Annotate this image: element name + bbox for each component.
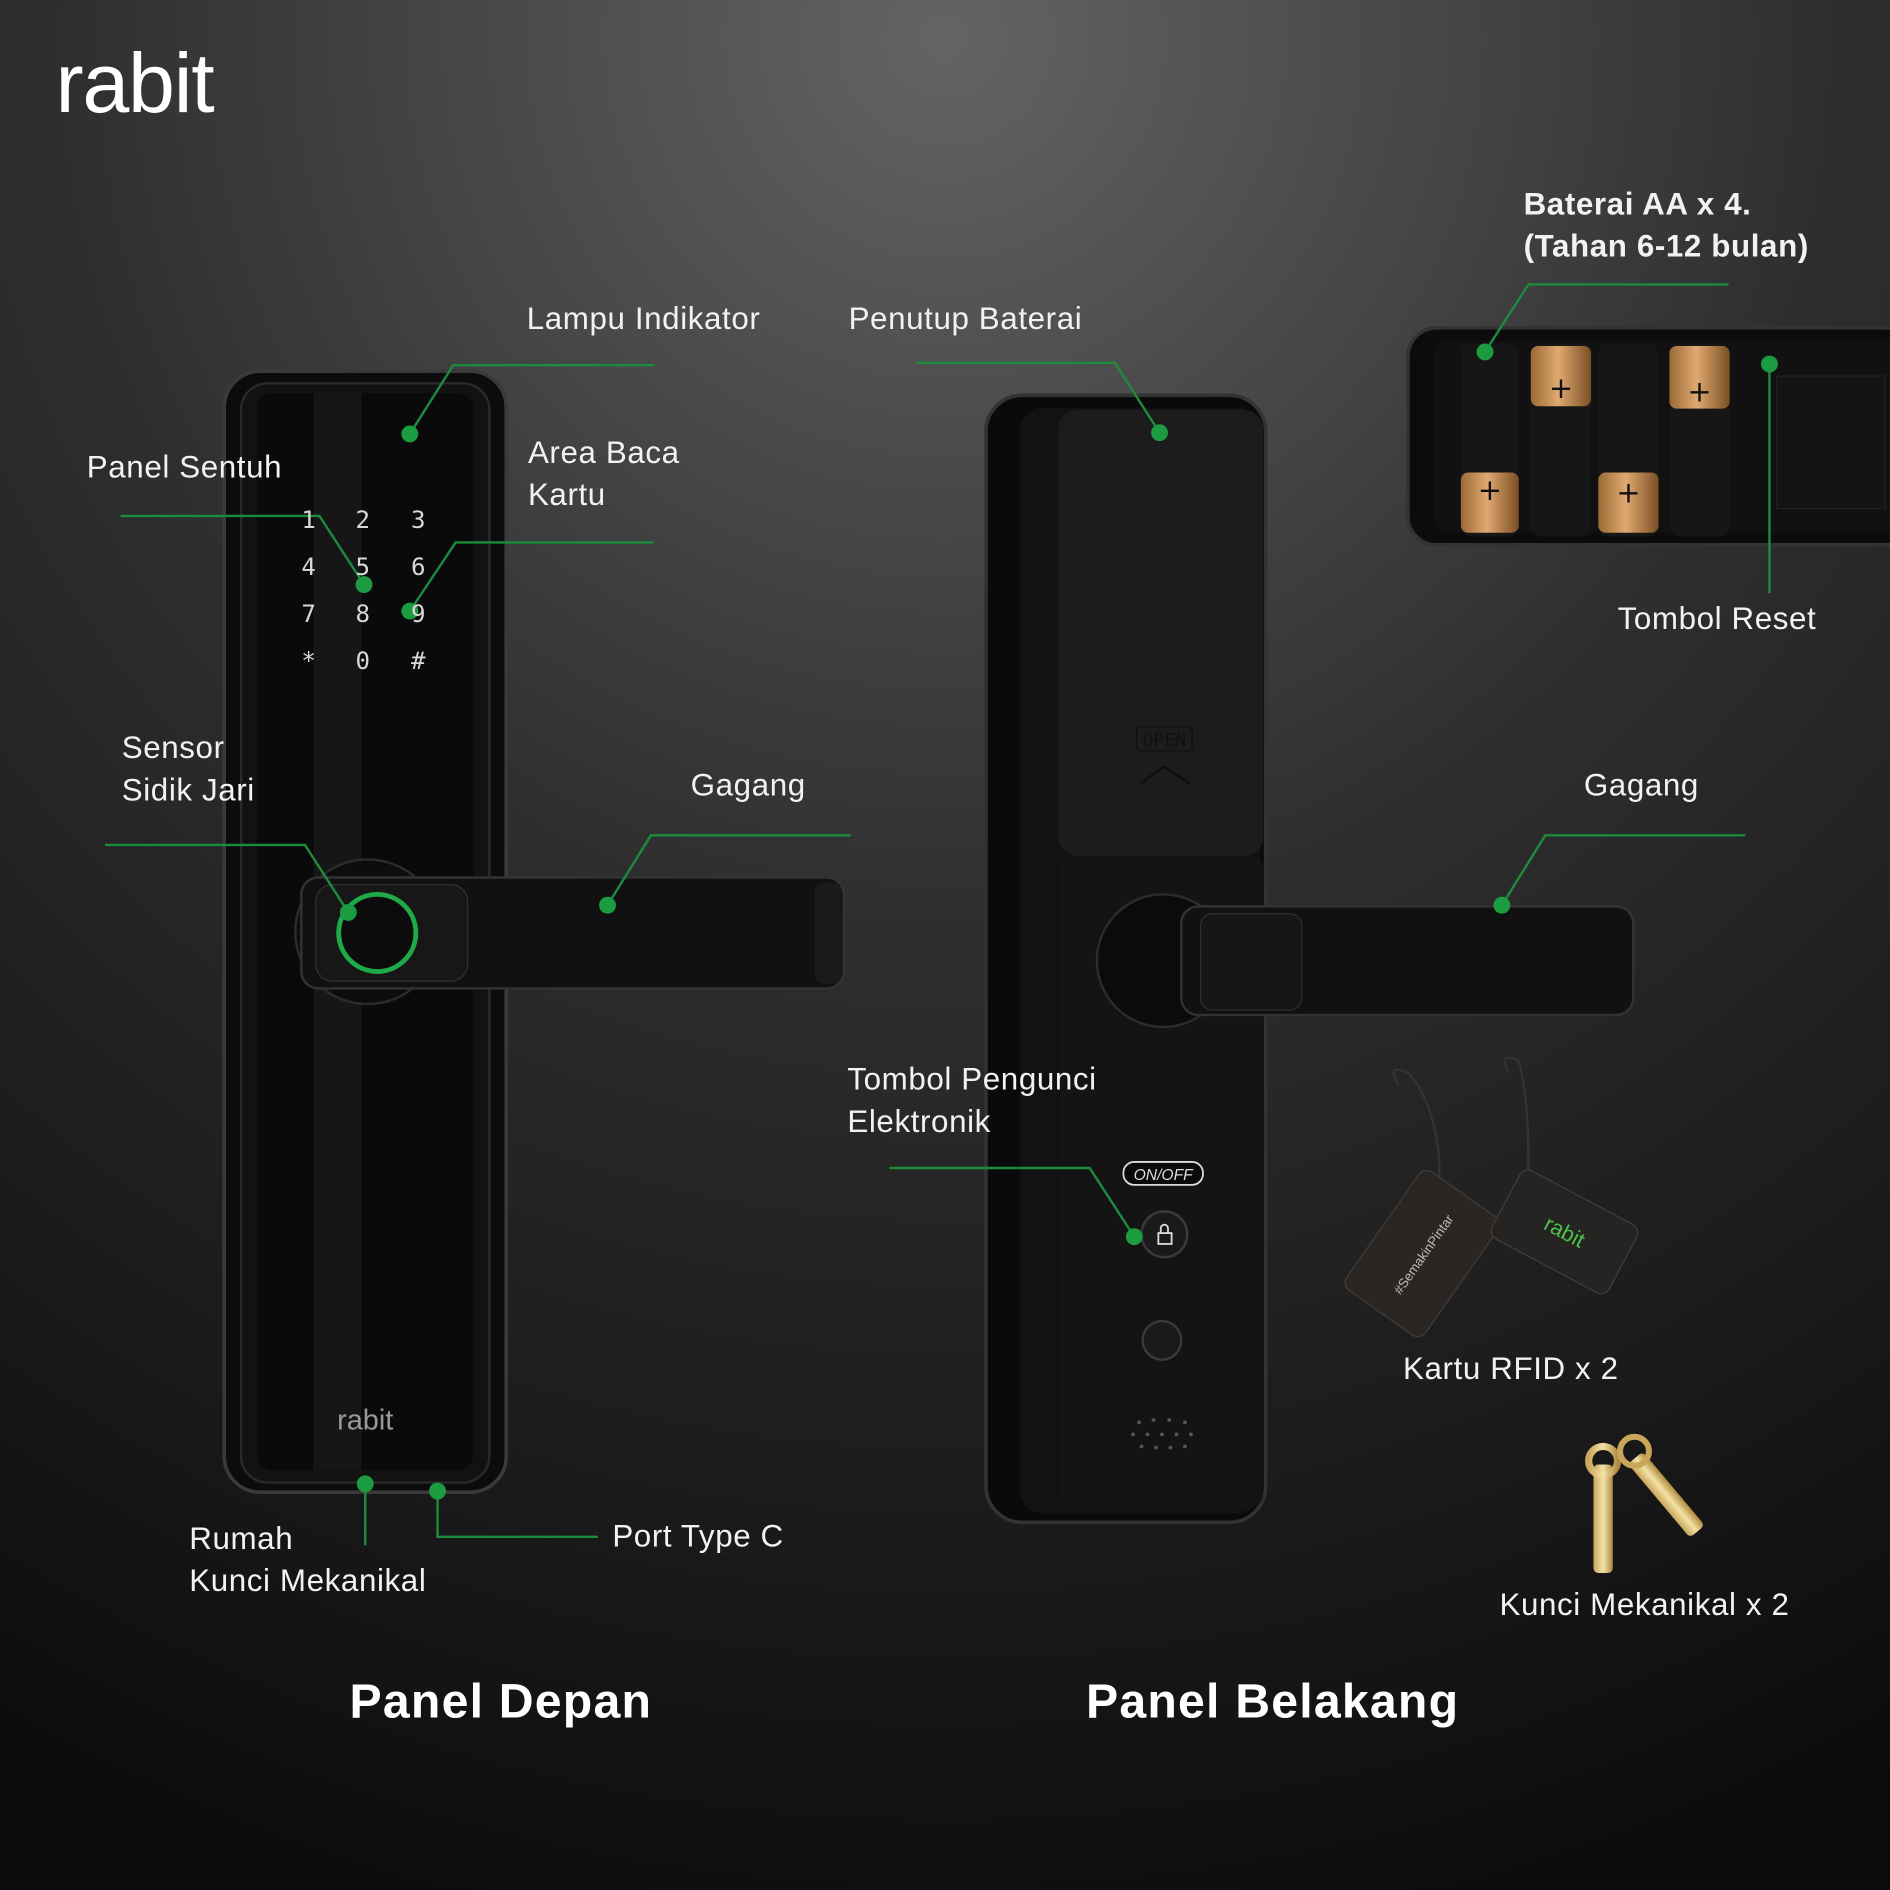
electronic-lock-button[interactable] — [1140, 1210, 1189, 1259]
brand-logo: rabit — [55, 36, 214, 130]
key-hash[interactable]: # — [411, 647, 426, 675]
battery-plus-sign: + — [1549, 371, 1573, 405]
label-fingerprint-line1: Sensor — [122, 730, 225, 765]
rfid-card: rabit — [1490, 1169, 1639, 1295]
label-keyhole-line2: Kunci Mekanikal — [189, 1563, 426, 1598]
mechanical-keys — [1585, 1433, 1703, 1573]
label-keyhole-line1: Rumah — [189, 1521, 293, 1556]
battery: + — [1530, 343, 1592, 537]
battery-plus-sign: + — [1478, 473, 1502, 507]
label-back-handle: Gagang — [1584, 768, 1699, 803]
onoff-label: ON/OFF — [1134, 1167, 1195, 1184]
label-reset-button: Tombol Reset — [1618, 601, 1817, 636]
label-rfid-cards: Kartu RFID x 2 — [1403, 1351, 1619, 1386]
label-lock-button-line2: Elektronik — [847, 1104, 991, 1139]
battery-cover[interactable] — [1058, 409, 1264, 856]
panel-logo: rabit — [337, 1405, 393, 1437]
label-battery-cover: Penutup Baterai — [849, 301, 1083, 336]
key-0[interactable]: 0 — [356, 647, 371, 675]
back-handle[interactable] — [1095, 893, 1635, 1029]
lock-icon — [1157, 1232, 1173, 1245]
key-4[interactable]: 4 — [301, 553, 316, 581]
battery: + — [1460, 343, 1519, 537]
fingerprint-sensor — [336, 891, 419, 974]
key-2[interactable]: 2 — [356, 506, 371, 534]
key-8[interactable]: 8 — [356, 600, 371, 628]
label-card-area-line1: Area Baca — [528, 435, 680, 470]
battery-compartment: + + + + — [1406, 326, 1890, 547]
battery: + — [1598, 343, 1659, 537]
label-lock-button-line1: Tombol Pengunci — [847, 1062, 1096, 1097]
back-panel-title: Panel Belakang — [1086, 1675, 1459, 1729]
label-mechanical-keys: Kunci Mekanikal x 2 — [1499, 1587, 1789, 1622]
open-mark: OPEN — [1143, 730, 1187, 751]
leader-lines — [104, 283, 1778, 1546]
thumb-turn-knob[interactable] — [1141, 1319, 1183, 1361]
label-indicator-light: Lampu Indikator — [527, 301, 761, 336]
label-front-handle: Gagang — [691, 768, 806, 803]
battery-plus-sign: + — [1687, 374, 1711, 408]
key-star[interactable]: * — [301, 647, 316, 675]
label-touch-panel: Panel Sentuh — [87, 449, 282, 484]
battery: + — [1669, 343, 1730, 537]
key-5[interactable]: 5 — [356, 553, 371, 581]
front-panel-title: Panel Depan — [350, 1675, 653, 1729]
label-card-area-line2: Kartu — [528, 477, 606, 512]
key-6[interactable]: 6 — [411, 553, 426, 581]
rfid-card: #SemakinPintar — [1344, 1169, 1501, 1338]
label-usb-port: Port Type C — [612, 1518, 783, 1553]
label-battery-line1: Baterai AA x 4. — [1524, 187, 1752, 222]
label-fingerprint-line2: Sidik Jari — [122, 772, 255, 807]
key-3[interactable]: 3 — [411, 506, 426, 534]
keypad: 1 2 3 4 5 6 7 8 9 * 0 # — [301, 506, 426, 675]
key-7[interactable]: 7 — [301, 600, 316, 628]
label-battery-line2: (Tahan 6-12 bulan) — [1524, 229, 1809, 264]
speaker-grille — [1131, 1417, 1193, 1450]
front-handle[interactable] — [294, 858, 845, 1006]
battery-plus-sign: + — [1616, 476, 1640, 510]
rfid-cards: #SemakinPintar rabit — [1344, 1056, 1639, 1338]
key-9[interactable]: 9 — [411, 600, 426, 628]
key-1[interactable]: 1 — [301, 506, 316, 534]
